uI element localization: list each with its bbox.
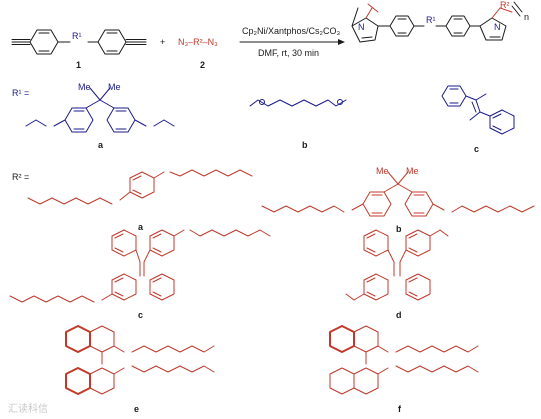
r1-b-label: b xyxy=(302,140,308,150)
r1-c-structure xyxy=(441,85,515,135)
r2-e-structure xyxy=(65,325,215,395)
r1-b-structure xyxy=(249,99,347,107)
r1-c-label: c xyxy=(474,144,479,154)
r2-f-label: f xyxy=(398,404,402,414)
monomer-2-number: 2 xyxy=(200,60,205,70)
plus-sign: + xyxy=(160,37,165,47)
r2-b-structure xyxy=(261,171,535,217)
r2-e-label: e xyxy=(134,404,139,414)
r1-a-structure xyxy=(25,87,175,133)
r1-heading: R¹ = xyxy=(12,88,29,98)
r2-heading: R² = xyxy=(12,172,29,182)
conditions-bottom: DMF, rt, 30 min xyxy=(258,48,319,58)
watermark: 汇读科信 xyxy=(8,402,48,415)
monomer-1-r1-label: R¹ xyxy=(72,31,82,41)
monomer-1-structure xyxy=(11,29,147,55)
polymer-n-left: N xyxy=(358,22,365,32)
polymer-r1-label: R¹ xyxy=(426,15,436,25)
polymer-n-right: N xyxy=(494,22,501,32)
r2-b-me-left: Me xyxy=(376,166,389,176)
r2-a-structure xyxy=(27,169,253,205)
r2-c-structure xyxy=(9,229,271,303)
r2-d-structure xyxy=(345,229,449,301)
r2-a-label: a xyxy=(138,222,144,232)
r2-f-structure xyxy=(329,325,479,395)
reaction-arrow xyxy=(239,39,345,45)
r1-a-me-left: Me xyxy=(78,82,91,92)
monomer-1-number: 1 xyxy=(76,60,81,70)
r2-c-label: c xyxy=(138,310,143,320)
r2-d-label: d xyxy=(396,310,402,320)
r2-b-me-right: Me xyxy=(406,166,419,176)
r1-a-label: a xyxy=(98,140,104,150)
polymer-structure xyxy=(351,1,523,43)
conditions-top: Cp₂Ni/Xantphos/Cs₂CO₃ xyxy=(242,26,341,36)
polymer-repeat-n: n xyxy=(524,12,529,22)
monomer-2-formula: N₃–R²–N₃ xyxy=(178,37,218,47)
r2-b-label: b xyxy=(396,224,402,234)
polymer-r2-label: R² xyxy=(500,0,510,10)
r1-a-me-right: Me xyxy=(108,82,121,92)
